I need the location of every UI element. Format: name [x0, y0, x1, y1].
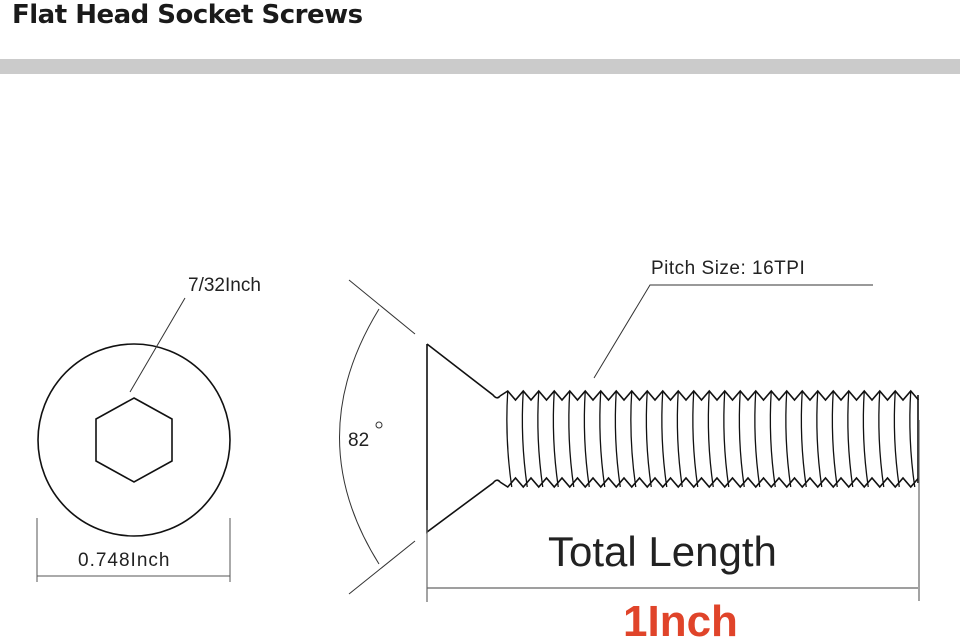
thread-line — [552, 390, 559, 488]
thread-line — [785, 390, 792, 488]
length-value: 1Inch — [623, 597, 738, 640]
thread-line — [645, 390, 652, 488]
pitch-label: Pitch Size: 16TPI — [651, 258, 805, 279]
length-dimension — [426, 420, 920, 602]
thread-line — [723, 390, 730, 488]
head-circle — [37, 343, 231, 537]
thread-line — [831, 390, 838, 488]
thread-line — [630, 390, 637, 488]
head-top-view — [37, 343, 231, 537]
thread-line — [521, 390, 528, 488]
thread-line — [661, 390, 668, 488]
head-diameter-dimension — [36, 518, 231, 582]
degree-symbol — [375, 421, 383, 429]
hex-socket — [95, 397, 173, 483]
thread-line — [537, 390, 544, 488]
head-diameter-label: 0.748Inch — [78, 550, 170, 571]
thread-line — [800, 390, 807, 488]
thread-line — [847, 390, 854, 488]
hex-size-label: 7/32Inch — [188, 275, 261, 296]
thread-line — [754, 390, 761, 488]
angle-dimension — [339, 279, 416, 595]
thread-line — [568, 390, 575, 488]
thread-bottom-edge — [499, 476, 920, 489]
thread-line — [506, 390, 513, 488]
total-length-label: Total Length — [548, 528, 777, 575]
thread-line — [893, 390, 900, 488]
thread-line — [769, 390, 776, 488]
thread-line — [583, 390, 590, 488]
thread-line — [862, 390, 869, 488]
divider-bar — [0, 59, 960, 74]
thread-line — [909, 390, 916, 488]
thread-line — [599, 390, 606, 488]
thread-line — [878, 390, 885, 488]
angle-label: 82 — [348, 430, 369, 451]
thread-line — [707, 390, 714, 488]
hex-leader-line — [129, 297, 186, 393]
thread-line — [816, 390, 823, 488]
countersunk-head — [426, 343, 501, 534]
thread-line — [738, 390, 745, 488]
screw-side-view — [426, 343, 920, 534]
thread-line — [676, 390, 683, 488]
pitch-leader-line — [593, 284, 873, 379]
thread-line — [614, 390, 621, 488]
thread-line — [692, 390, 699, 488]
page-title: Flat Head Socket Screws — [12, 0, 363, 30]
